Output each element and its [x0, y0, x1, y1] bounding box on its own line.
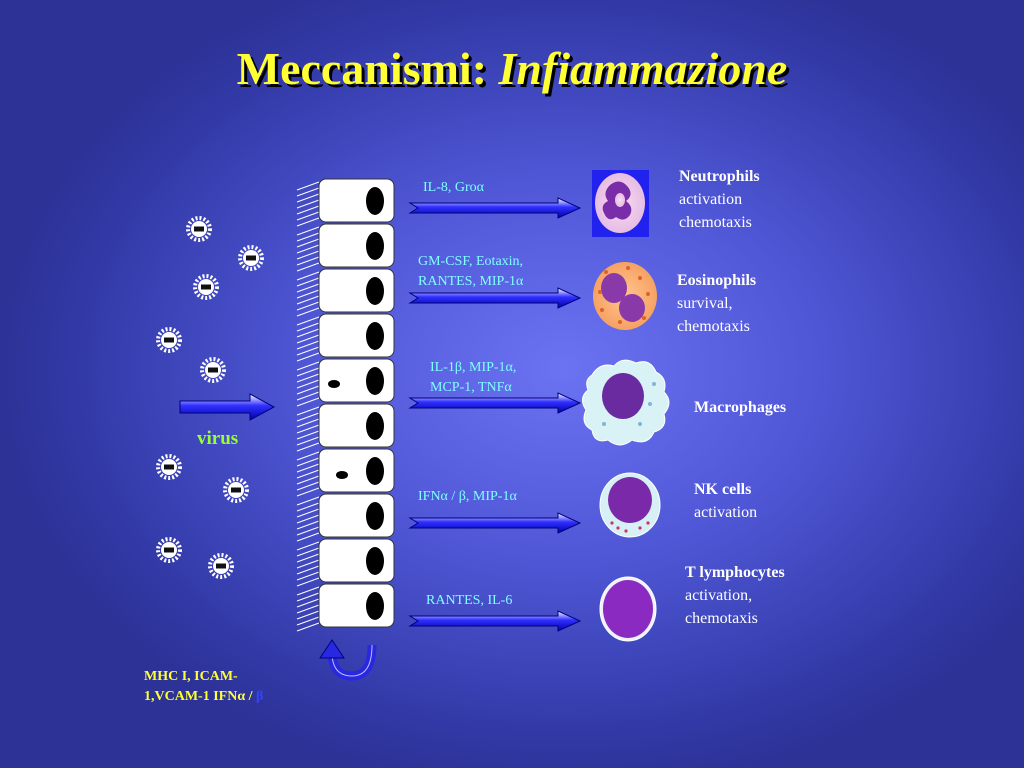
mhc-label: MHC I, ICAM- 1,VCAM-1 IFNα / β: [144, 667, 263, 707]
cell-name: Eosinophils: [677, 272, 757, 289]
mediator-label: IL-1β, MIP-1α, MCP-1, TNFα: [430, 358, 516, 398]
cell-label-t-lymphocytes: T lymphocytes activation, chemotaxis: [685, 561, 785, 630]
virus-particle: [200, 357, 226, 383]
cilia: [296, 181, 320, 632]
mediator-line: GM-CSF, Eotaxin,: [418, 254, 524, 269]
mediator-line: MCP-1, TNFα: [430, 380, 512, 395]
mediator-arrow: [409, 512, 581, 534]
cell-label-eosinophils: Eosinophils survival, chemotaxis: [677, 269, 756, 338]
mhc-beta: β: [256, 689, 264, 704]
mediator-line: IL-8, Groα: [423, 180, 484, 195]
cell-name: Neutrophils: [679, 168, 760, 185]
virus-particle: [238, 245, 264, 271]
cell-name: Macrophages: [694, 399, 787, 416]
mediator-label: GM-CSF, Eotaxin, RANTES, MIP-1α: [418, 252, 523, 292]
cell-effect: chemotaxis: [677, 318, 750, 335]
virus-particle: [193, 274, 219, 300]
cell-name: T lymphocytes: [685, 564, 785, 581]
mediator-line: IFNα / β, MIP-1α: [418, 489, 517, 504]
neutrophil-image: [592, 170, 649, 237]
virus-arrow: [179, 393, 276, 421]
cell-effect: activation: [679, 191, 743, 208]
eosinophil-image: [593, 262, 657, 330]
mhc-line: 1,VCAM-1 IFNα /: [144, 689, 257, 704]
cell-effect: chemotaxis: [685, 610, 758, 627]
mediator-line: IL-1β, MIP-1α,: [430, 360, 517, 375]
u-turn-arrow: [319, 639, 377, 681]
mediator-label: IFNα / β, MIP-1α: [418, 487, 517, 507]
epithelium: [318, 178, 395, 628]
mediator-line: RANTES, MIP-1α: [418, 274, 524, 289]
virus-particle: [223, 477, 249, 503]
virus-particle: [156, 327, 182, 353]
cell-label-neutrophils: Neutrophils activation chemotaxis: [679, 165, 760, 234]
virus-particle: [156, 454, 182, 480]
cell-effect: chemotaxis: [679, 214, 752, 231]
virus-particle: [156, 537, 182, 563]
cell-effect: survival,: [677, 295, 733, 312]
virus-particle: [208, 553, 234, 579]
slide-title: Meccanismi: Infiammazione: [0, 42, 1024, 95]
macrophage-image: [582, 359, 670, 446]
virus-label: virus: [197, 428, 239, 449]
title-italic: Infiammazione: [498, 43, 788, 94]
cell-effect: activation,: [685, 587, 753, 604]
title-main: Meccanismi:: [236, 43, 499, 94]
mediator-arrow: [409, 197, 581, 219]
t-lymphocyte-image: [599, 576, 657, 642]
mediator-arrow: [409, 610, 581, 632]
cell-label-nk-cells: NK cells activation: [694, 478, 757, 524]
cell-effect: activation: [694, 504, 758, 521]
mediator-label: IL-8, Groα: [423, 178, 484, 198]
mediator-label: RANTES, IL-6: [426, 591, 512, 611]
cell-name: NK cells: [694, 481, 752, 498]
mediator-line: RANTES, IL-6: [426, 593, 513, 608]
virus-particle: [186, 216, 212, 242]
cell-label-macrophages: Macrophages: [694, 396, 786, 419]
nk-cell-image: [599, 472, 661, 538]
mhc-line: MHC I, ICAM-: [144, 669, 238, 684]
